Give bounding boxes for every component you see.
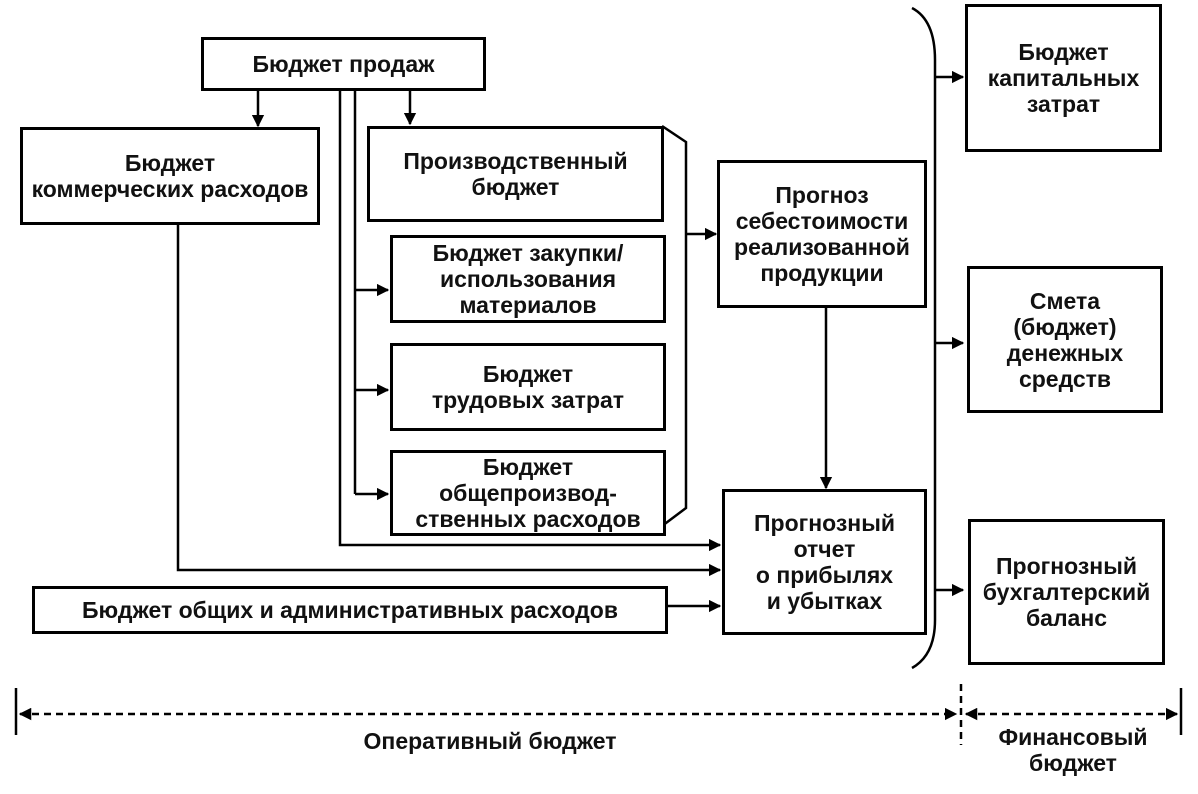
arrow-sales-to-pnl xyxy=(338,90,722,552)
box-pnl-forecast: Прогнозный отчет о прибылях и убытках xyxy=(722,489,927,635)
box-admin-expenses-budget: Бюджет общих и административных расходов xyxy=(32,586,668,634)
box-materials-budget: Бюджет закупки/ использования материалов xyxy=(390,235,666,323)
box-cogs-forecast: Прогноз себестоимости реализованной прод… xyxy=(717,160,927,308)
box-capex-budget: Бюджет капитальных затрат xyxy=(965,4,1162,152)
arrow-commercial-to-pnl xyxy=(176,224,722,577)
box-commercial-expenses-budget: Бюджет коммерческих расходов xyxy=(20,127,320,225)
box-cash-budget: Смета (бюджет) денежных средств xyxy=(967,266,1163,413)
production-group-outline xyxy=(661,124,688,527)
brace xyxy=(911,6,937,670)
scope-label-financial: Финансовый бюджет xyxy=(978,724,1168,784)
box-overhead-budget: Бюджет общепроизвод- ственных расходов xyxy=(390,450,666,536)
box-forecast-balance: Прогнозный бухгалтерский баланс xyxy=(968,519,1165,665)
box-labor-budget: Бюджет трудовых затрат xyxy=(390,343,666,431)
scope-label-operational: Оперативный бюджет xyxy=(340,728,640,758)
box-sales-budget: Бюджет продаж xyxy=(201,37,486,91)
box-production-budget: Производственный бюджет xyxy=(367,126,664,222)
